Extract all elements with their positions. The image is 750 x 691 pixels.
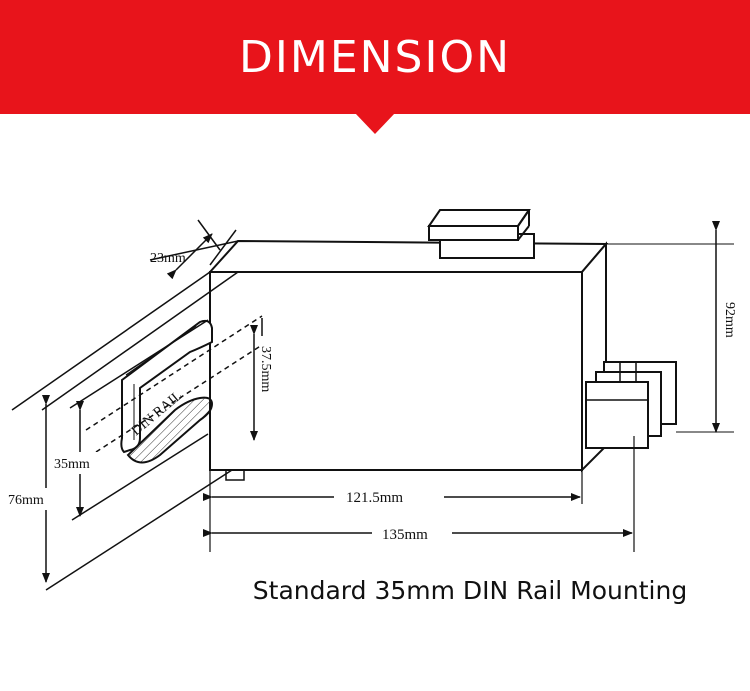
page-title: DIMENSION: [239, 31, 511, 83]
device-body: [207, 239, 609, 481]
din-rail: [120, 319, 214, 464]
dim-rail-width: 35mm: [54, 457, 90, 472]
dim-width-total: 135mm: [382, 527, 428, 543]
dim-rail-spacing: 37.5mm: [258, 346, 273, 392]
header-banner: DIMENSION: [0, 0, 750, 114]
dim-side-height: 76mm: [8, 493, 44, 508]
dim-depth-top: 23mm: [150, 251, 186, 266]
side-terminal: [585, 361, 677, 449]
header-banner-background: [0, 0, 750, 134]
caption: Standard 35mm DIN Rail Mounting: [252, 576, 688, 605]
top-connector: [427, 209, 535, 259]
dim-height-right: 92mm: [722, 302, 737, 338]
rail-guide-lines: [85, 315, 263, 453]
extension-lines: [11, 219, 263, 591]
dim-width-inner: 121.5mm: [346, 490, 403, 506]
